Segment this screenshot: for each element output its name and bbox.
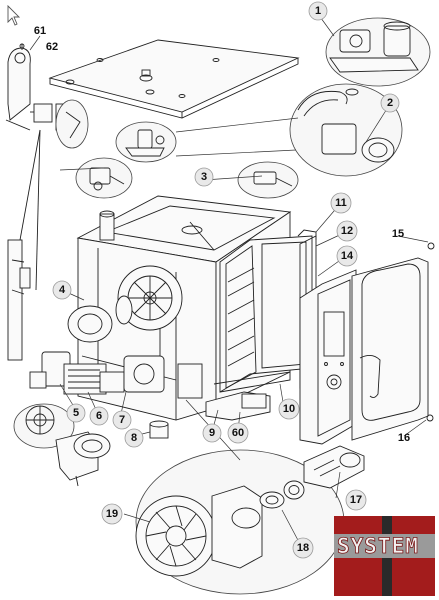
system-logo-text: SYSTEM (337, 534, 419, 558)
svg-text:18: 18 (297, 542, 309, 554)
door-hinge-assembly (5, 44, 89, 361)
detail-bubble-part-3 (237, 161, 299, 199)
svg-text:60: 60 (232, 427, 244, 439)
callout-15: 15 (392, 228, 404, 240)
svg-text:1: 1 (315, 5, 321, 17)
callout-1: 1 (308, 1, 328, 21)
system-logo: SYSTEM (334, 516, 435, 596)
mouse-pointer-icon (7, 4, 21, 26)
svg-text:15: 15 (392, 228, 404, 240)
callout-10: 10 (278, 398, 300, 420)
callout-12: 12 (336, 220, 358, 242)
svg-text:12: 12 (341, 225, 353, 237)
svg-text:9: 9 (209, 427, 215, 439)
callout-61: 61 (34, 25, 46, 37)
drain-pipe-assembly (13, 403, 111, 487)
oven-door-and-control-panel (299, 242, 435, 445)
svg-text:6: 6 (96, 410, 102, 422)
svg-text:16: 16 (398, 432, 410, 444)
lower-components (29, 351, 291, 421)
callout-14: 14 (336, 245, 358, 267)
callout-18: 18 (292, 537, 314, 559)
callout-2: 2 (380, 93, 400, 113)
callout-8: 8 (124, 428, 144, 448)
svg-text:5: 5 (73, 407, 79, 419)
callout-62: 62 (46, 41, 58, 53)
svg-text:7: 7 (119, 414, 125, 426)
callout-11: 11 (330, 192, 352, 214)
callout-4: 4 (52, 280, 72, 300)
callout-19: 19 (101, 503, 123, 525)
svg-text:4: 4 (59, 284, 66, 296)
svg-text:17: 17 (350, 494, 362, 506)
callout-60: 60 (227, 422, 249, 444)
callout-3: 3 (194, 167, 214, 187)
callout-7: 7 (112, 410, 132, 430)
callout-16: 16 (398, 432, 410, 444)
convection-fan (67, 265, 183, 343)
detail-bubble-valve (75, 157, 133, 199)
oven-cavity-rack (219, 229, 317, 393)
cylinder-part-8 (149, 420, 169, 439)
svg-text:19: 19 (106, 508, 118, 520)
callout-5: 5 (66, 403, 86, 423)
svg-text:11: 11 (335, 197, 347, 209)
callout-9: 9 (202, 423, 222, 443)
svg-text:14: 14 (341, 250, 354, 262)
screw-icon (19, 43, 25, 49)
svg-text:62: 62 (46, 41, 58, 53)
svg-text:10: 10 (283, 403, 295, 415)
fan-motor-exploded-19 (135, 449, 345, 595)
detail-bubble-probe (115, 121, 177, 163)
svg-text:3: 3 (201, 171, 207, 183)
svg-text:61: 61 (34, 25, 46, 37)
detail-bubble-motor-part-1 (325, 17, 431, 87)
fan-motor-17 (303, 445, 365, 489)
svg-text:2: 2 (387, 97, 393, 109)
svg-text:8: 8 (131, 432, 137, 444)
callout-17: 17 (345, 489, 367, 511)
detail-bubble-heater-part-2 (289, 83, 403, 177)
top-plate (48, 39, 300, 119)
callout-6: 6 (89, 406, 109, 426)
